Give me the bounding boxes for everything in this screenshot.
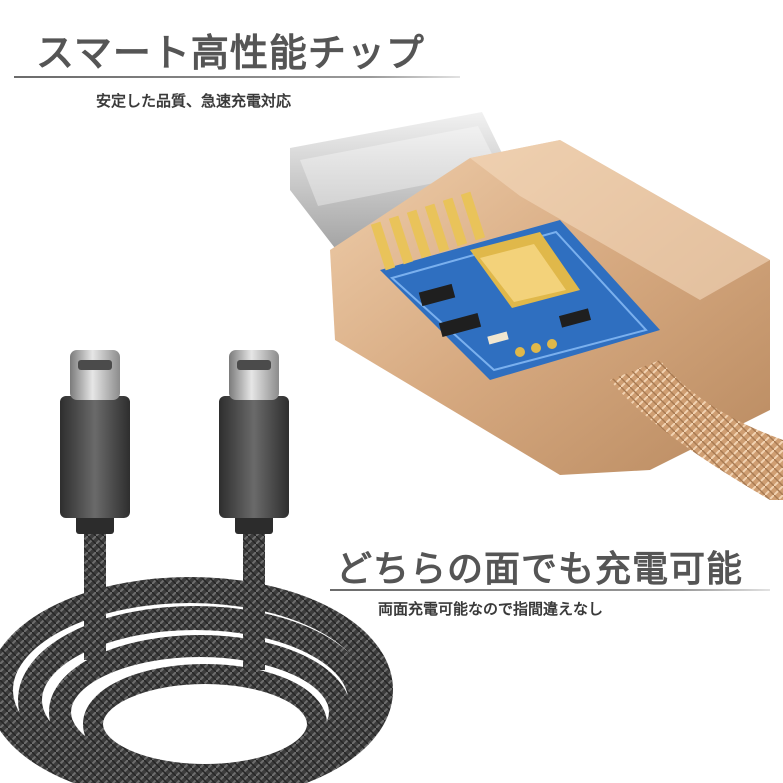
subheadline-double-sided: 両面充電可能なので指間違えなし (378, 600, 604, 618)
headline-underline-bottom (330, 589, 770, 591)
usb-c-plug-left (60, 350, 130, 660)
subheadline-stable-quality: 安定した品質、急速充電対応 (96, 92, 292, 110)
usb-c-plug-right (219, 350, 289, 670)
connector-cutaway (290, 112, 783, 500)
cable-coil (0, 577, 393, 783)
headline-reversible: どちらの面でも充電可能 (336, 549, 744, 590)
headline-smart-chip: スマート高性能チップ (36, 31, 425, 75)
headline-underline-top (14, 76, 460, 78)
